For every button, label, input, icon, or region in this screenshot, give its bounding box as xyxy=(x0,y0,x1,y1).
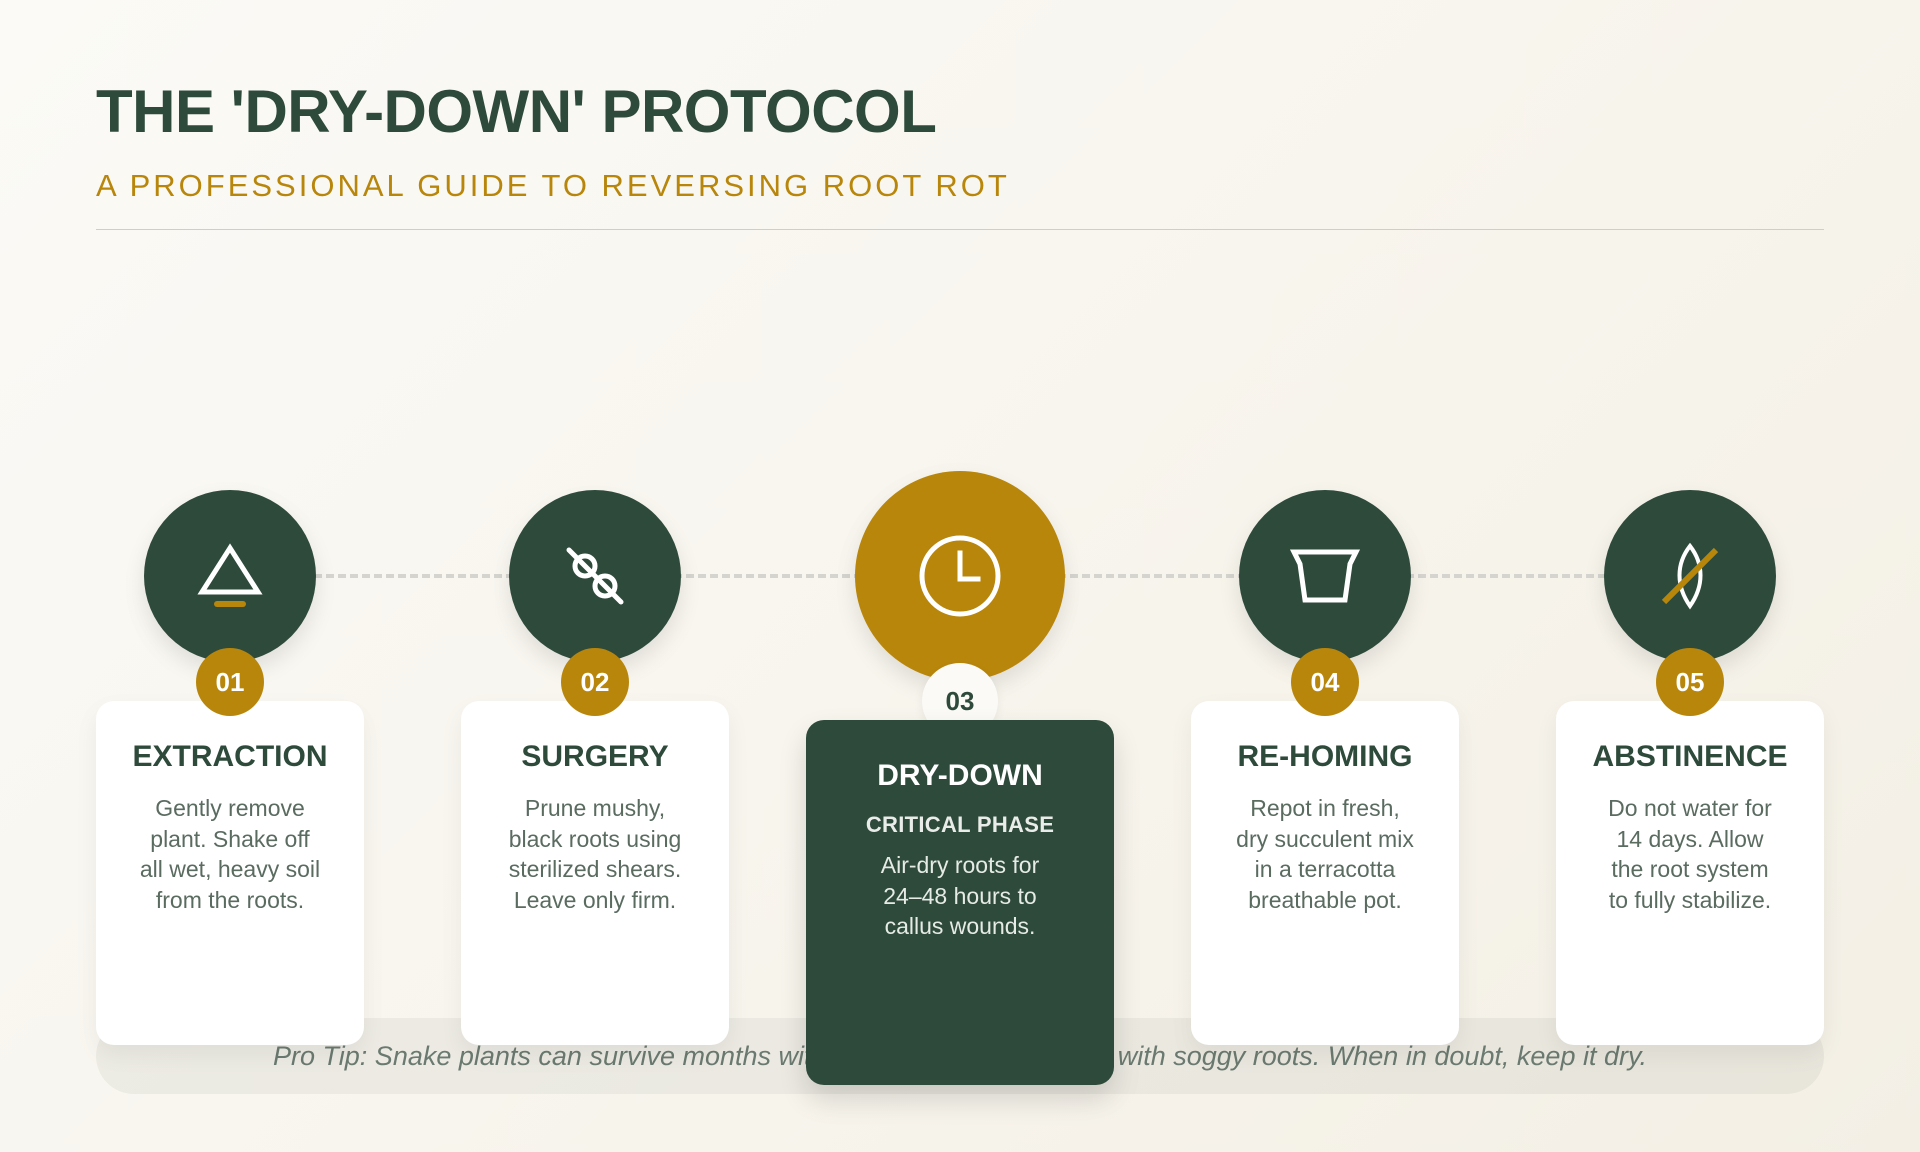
step-5-text: Do not water for 14 days. Allow the root… xyxy=(1608,795,1772,913)
triangle-soil-icon xyxy=(197,543,263,607)
step-3-critical-label: CRITICAL PHASE xyxy=(865,812,1055,837)
clock-icon xyxy=(919,535,1001,617)
step-4-card: RE-HOMING Repot in fresh, dry succulent … xyxy=(1191,701,1459,1045)
step-3-icon-circle xyxy=(855,471,1065,681)
step-2-badge: 02 xyxy=(561,648,629,716)
step-2-text: Prune mushy, black roots using sterilize… xyxy=(508,795,682,913)
step-5-title: ABSTINENCE xyxy=(1592,740,1788,773)
shears-icon xyxy=(566,547,624,605)
step-1-title: EXTRACTION xyxy=(132,740,328,773)
header-divider xyxy=(96,229,1824,230)
step-5-icon-circle xyxy=(1604,490,1776,662)
step-1-card: EXTRACTION Gently remove plant. Shake of… xyxy=(96,701,364,1045)
step-1-text: Gently remove plant. Shake off all wet, … xyxy=(139,795,321,913)
pot-icon xyxy=(1289,549,1361,603)
step-5-badge: 05 xyxy=(1656,648,1724,716)
step-5-card: ABSTINENCE Do not water for 14 days. All… xyxy=(1556,701,1824,1045)
step-4-text: Repot in fresh, dry succulent mix in a t… xyxy=(1236,795,1414,913)
step-2-card: SURGERY Prune mushy, black roots using s… xyxy=(461,701,729,1045)
no-water-drop-icon xyxy=(1661,542,1719,610)
page-subtitle: A PROFESSIONAL GUIDE TO REVERSING ROOT R… xyxy=(96,168,1010,203)
step-4-title: RE-HOMING xyxy=(1237,740,1413,773)
step-3-card: DRY-DOWN CRITICAL PHASE Air-dry roots fo… xyxy=(806,720,1114,1085)
step-4-badge: 04 xyxy=(1291,648,1359,716)
page-title: THE 'DRY-DOWN' PROTOCOL xyxy=(96,78,937,145)
step-3-title: DRY-DOWN xyxy=(877,759,1043,792)
step-2-title: SURGERY xyxy=(521,740,669,773)
header: THE 'DRY-DOWN' PROTOCOL A PROFESSIONAL G… xyxy=(96,76,1824,204)
step-2-icon-circle xyxy=(509,490,681,662)
step-3-text: Air-dry roots for 24–48 hours to callus … xyxy=(880,852,1040,939)
step-1-badge: 01 xyxy=(196,648,264,716)
step-4-icon-circle xyxy=(1239,490,1411,662)
step-1-icon-circle xyxy=(144,490,316,662)
